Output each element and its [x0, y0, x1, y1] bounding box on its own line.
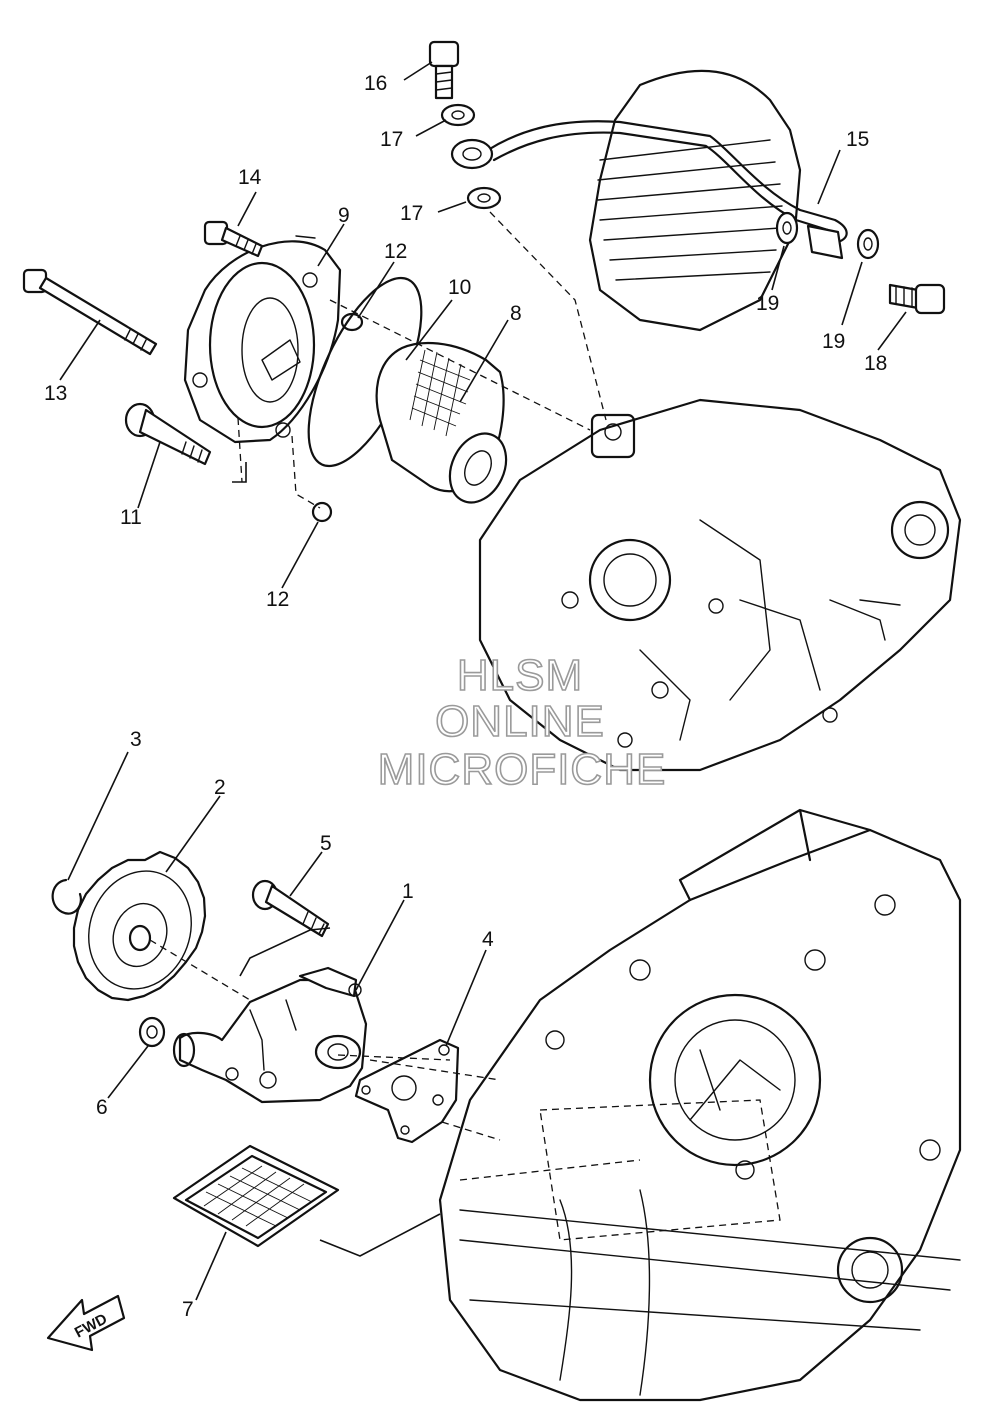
upper-crankcase	[478, 69, 962, 772]
callout-7: 7	[182, 1298, 194, 1321]
callout-17-upper: 17	[380, 128, 403, 151]
watermark-line-3: MICROFICHE	[378, 745, 667, 794]
pump-drive-gear-2	[72, 850, 207, 1002]
lower-crankcase	[438, 808, 962, 1402]
leader-lines	[59, 61, 907, 1301]
callout-labels: 1 2 3 4 5 6 7 8 9 10 11 12 12 13 14 15 1…	[44, 72, 887, 1321]
collar-6	[138, 1016, 166, 1048]
callout-19-right: 19	[822, 330, 845, 353]
union-bolt-18	[888, 283, 946, 315]
watermark: HLSM ONLINE MICROFICHE	[377, 650, 667, 795]
callout-4: 4	[482, 928, 494, 951]
callout-5: 5	[320, 832, 332, 855]
callout-12-upper: 12	[384, 240, 407, 263]
callout-8: 8	[510, 302, 522, 325]
callout-1: 1	[402, 880, 414, 903]
callout-11: 11	[120, 506, 142, 529]
union-bolt-16	[428, 40, 460, 100]
callout-2: 2	[214, 776, 226, 799]
oil-strainer-7	[172, 1144, 340, 1248]
callout-14: 14	[238, 166, 262, 189]
gasket-plate-4	[354, 1038, 460, 1144]
washer-17-lower	[466, 186, 502, 210]
oil-filter-8	[375, 341, 508, 504]
callout-18: 18	[864, 352, 887, 375]
bolt-14	[203, 220, 264, 258]
watermark-line-1: HLSM	[457, 651, 583, 700]
washer-19-left	[775, 211, 799, 245]
callout-6: 6	[96, 1096, 108, 1119]
callout-12-lower: 12	[266, 588, 289, 611]
callout-10: 10	[448, 276, 471, 299]
callout-13: 13	[44, 382, 67, 405]
bolt-5	[251, 879, 330, 938]
callout-17-lower: 17	[400, 202, 423, 225]
oring-12-lower	[311, 501, 333, 523]
callout-9: 9	[338, 204, 350, 227]
callout-3: 3	[130, 728, 142, 751]
fwd-arrow: FWD	[46, 1294, 126, 1352]
long-bolt-13	[22, 268, 158, 356]
washer-17-upper	[440, 103, 476, 127]
washer-19-right	[856, 228, 880, 260]
circlip-3	[51, 878, 82, 915]
oil-pump-1	[172, 966, 368, 1104]
fwd-arrow-icon	[46, 1294, 126, 1352]
callout-16: 16	[364, 72, 387, 95]
watermark-line-2: ONLINE	[435, 697, 605, 746]
oil-delivery-pipe	[450, 120, 848, 260]
callout-15: 15	[846, 128, 869, 151]
filter-cover-9	[183, 235, 342, 444]
callout-19-left: 19	[756, 292, 779, 315]
bolt-11	[124, 402, 212, 466]
